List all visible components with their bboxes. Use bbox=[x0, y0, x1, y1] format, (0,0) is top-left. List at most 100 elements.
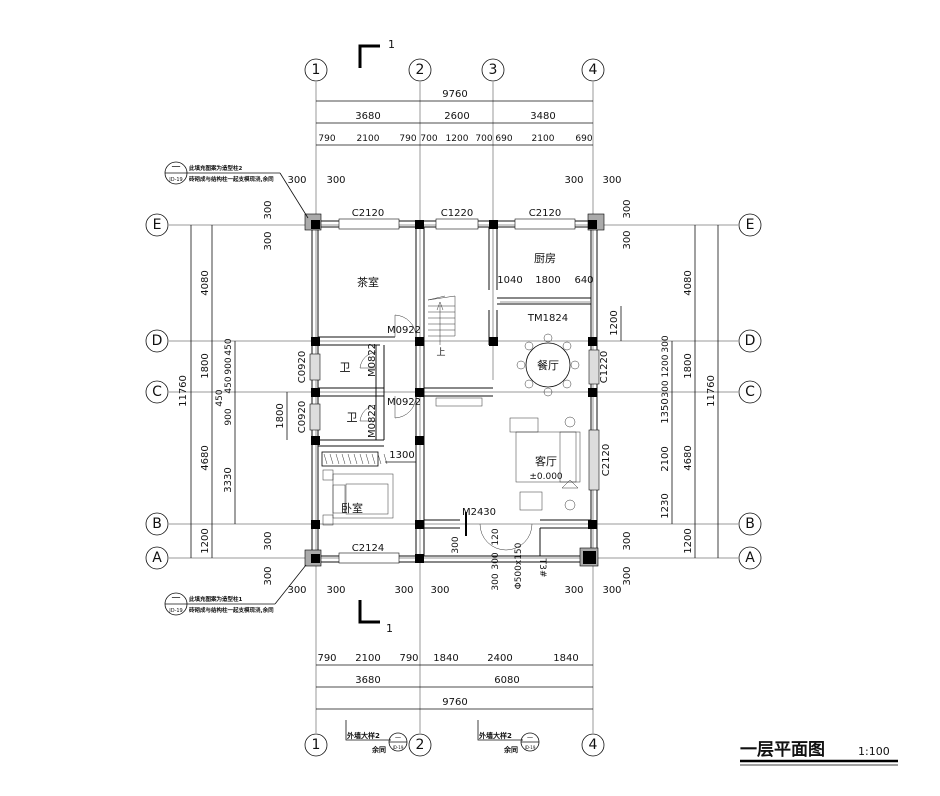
dim-text: 1200 bbox=[200, 528, 211, 553]
window-label: C0920 bbox=[297, 401, 308, 433]
door-label: M0822 bbox=[367, 404, 378, 438]
wardrobe bbox=[321, 451, 379, 467]
dim-text: 1840 bbox=[553, 653, 578, 664]
dim-text: 6080 bbox=[494, 675, 519, 686]
opening-labels: C2120 C1220 C2120 1040 1800 640 TM1824 M… bbox=[297, 208, 612, 554]
axis-bubbles: 1 2 3 4 1 2 4 E D C B A E D C B A bbox=[145, 58, 762, 757]
note-ref-number: 一 bbox=[171, 163, 180, 173]
title-text: 一层平面图 bbox=[740, 740, 825, 760]
note-ref-sheet: JD-19 bbox=[168, 177, 183, 183]
dim-text: 700 bbox=[420, 134, 437, 144]
axis-C-right: C bbox=[738, 380, 762, 404]
dim-text: 4680 bbox=[683, 445, 694, 470]
axis-1-bottom: 1 bbox=[304, 733, 328, 757]
drawing-title: 一层平面图 1:100 bbox=[740, 740, 898, 766]
dim-text: 1800 bbox=[535, 275, 560, 286]
dim-text: 690 bbox=[495, 134, 512, 144]
dim-text: 9760 bbox=[442, 89, 467, 100]
dim-text: 300 bbox=[263, 200, 274, 219]
axis-1-top: 1 bbox=[304, 58, 328, 82]
detail-ref-1: 外墙大样2 余同 一 JD-19 bbox=[345, 720, 408, 754]
section-mark-top: 1 bbox=[358, 38, 395, 68]
dim-text: 300 bbox=[491, 573, 501, 590]
detail-sheet: JD-19 bbox=[524, 745, 536, 750]
dim-text: 1200 bbox=[683, 528, 694, 553]
dim-text: 1800 bbox=[275, 403, 286, 428]
axis-label: E bbox=[153, 217, 162, 233]
axis-C-left: C bbox=[145, 380, 169, 404]
dim-text: 300 bbox=[326, 175, 345, 186]
doors bbox=[321, 301, 590, 551]
window-label: C2120 bbox=[601, 444, 612, 476]
dim-text: 3330 bbox=[223, 467, 234, 492]
door-label: TM1824 bbox=[527, 313, 568, 324]
dim-text: 300 bbox=[602, 585, 621, 596]
axis-label: 4 bbox=[589, 62, 598, 78]
dim-text: 3480 bbox=[530, 111, 555, 122]
detail-sheet: JD-19 bbox=[392, 745, 404, 750]
section-mark-bottom: 1 bbox=[358, 600, 393, 635]
dim-text: 300 bbox=[263, 231, 274, 250]
room-kitchen: 厨房 bbox=[534, 252, 556, 265]
axis-B-right: B bbox=[738, 512, 762, 536]
axis-4-top: 4 bbox=[581, 58, 605, 82]
dim-text: 300 bbox=[430, 585, 449, 596]
window-label: C2120 bbox=[529, 208, 561, 219]
dim-text: 640 bbox=[574, 275, 593, 286]
axis-A-left: A bbox=[145, 546, 169, 570]
axis-label: B bbox=[745, 516, 755, 532]
dim-text: 300 bbox=[287, 175, 306, 186]
note-top: 一 JD-19 此填充图案为造型柱2 砖砌成与结构柱一起支模现浇,余同 bbox=[164, 161, 309, 219]
axis-4-bottom: 4 bbox=[581, 733, 605, 757]
axis-E-left: E bbox=[145, 213, 169, 237]
dim-text: 1840 bbox=[433, 653, 458, 664]
dim-text: 120 bbox=[491, 528, 501, 545]
axis-label: E bbox=[746, 217, 755, 233]
dim-text: 2600 bbox=[444, 111, 469, 122]
dim-text: 700 bbox=[475, 134, 492, 144]
detail-label: 外墙大样2 bbox=[347, 731, 380, 740]
dim-text: 450 bbox=[224, 376, 234, 393]
note-text: 此填充图案为造型柱2 bbox=[189, 164, 243, 172]
door-label: M0822 bbox=[367, 343, 378, 377]
dim-text: 790 bbox=[399, 134, 416, 144]
windows bbox=[309, 218, 600, 564]
dim-text: 300 bbox=[491, 552, 501, 569]
dim-text: 3680 bbox=[355, 111, 380, 122]
room-bedroom: 卧室 bbox=[341, 501, 363, 515]
sofa-set bbox=[509, 416, 581, 511]
detail-number: 一 bbox=[395, 735, 401, 742]
dim-text: 1200 bbox=[661, 354, 671, 377]
axis-label: 2 bbox=[416, 62, 425, 78]
dim-text: 11760 bbox=[706, 375, 717, 407]
axis-label: A bbox=[152, 550, 162, 566]
axis-label: C bbox=[152, 384, 162, 400]
dim-text: 9760 bbox=[442, 697, 467, 708]
dim-text: 300 bbox=[564, 585, 583, 596]
dim-text: 3680 bbox=[355, 675, 380, 686]
section-number: 1 bbox=[388, 38, 395, 51]
dim-text: 450 bbox=[224, 338, 234, 355]
detail-sub: 余同 bbox=[371, 745, 386, 754]
dim-text: 300 bbox=[622, 531, 633, 550]
axis-A-right: A bbox=[738, 546, 762, 570]
dim-text: 790 bbox=[317, 653, 336, 664]
dim-text: T3# bbox=[537, 558, 547, 578]
dim-text: 300 bbox=[287, 585, 306, 596]
dim-text: 300 bbox=[326, 585, 345, 596]
dim-text: 4680 bbox=[200, 445, 211, 470]
left-dimensions: 11760 4080 1800 4680 1200 450 900 450 45… bbox=[178, 200, 288, 586]
dim-text: 1200 bbox=[609, 310, 620, 335]
bed bbox=[322, 469, 394, 526]
dim-text: 900 bbox=[224, 357, 234, 374]
dim-text: 300 bbox=[661, 335, 671, 352]
axis-label: 1 bbox=[312, 737, 321, 753]
staircase bbox=[427, 295, 456, 345]
door-label: M0922 bbox=[387, 397, 421, 408]
axis-3-top: 3 bbox=[481, 58, 505, 82]
note-ref-number: 一 bbox=[171, 594, 180, 604]
room-living: 客厅 bbox=[535, 454, 557, 468]
dim-text: 900 bbox=[224, 408, 234, 425]
note-text: 砖砌成与结构柱一起支模现浇,余同 bbox=[189, 175, 274, 183]
